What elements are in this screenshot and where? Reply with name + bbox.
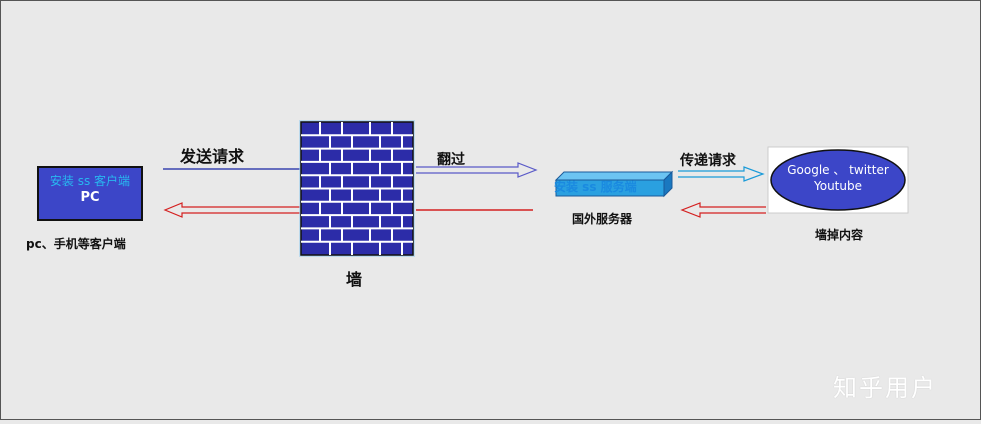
pc-client-title: PC [80,190,100,205]
send-request-label: 发送请求 [180,147,245,166]
server-install-text: 安装 ss 服务端 [554,180,637,194]
response-arrow-target-to-server [680,202,766,218]
wall-brick-lines [301,122,413,255]
server-box [554,170,674,198]
firewall-wall [299,120,415,257]
blocked-content-caption: 墙掉内容 [815,228,864,242]
blocked-sites-text: Google 、 twitter Youtube [771,162,905,194]
cross-over-label: 翻过 [437,152,465,168]
blocked-sites-line2: Youtube [814,179,862,193]
relay-request-label: 传递请求 [680,153,736,169]
blocked-sites-line1: Google 、 twitter [787,163,889,177]
crossover-arrow-wall-to-server [416,162,538,178]
response-arrow-wall-to-pc [163,202,300,218]
server-caption: 国外服务器 [572,212,633,226]
pc-client-box: 安装 ss 客户端 PC [37,166,143,221]
zhihu-watermark: 知乎用户 [833,374,937,402]
blocked-content-box [767,146,909,214]
wall-caption: 墙 [346,270,363,289]
pc-client-caption: pc、手机等客户端 [26,237,126,251]
pc-client-install-text: 安装 ss 客户端 [49,174,131,188]
relay-arrow-server-to-target [678,166,765,182]
